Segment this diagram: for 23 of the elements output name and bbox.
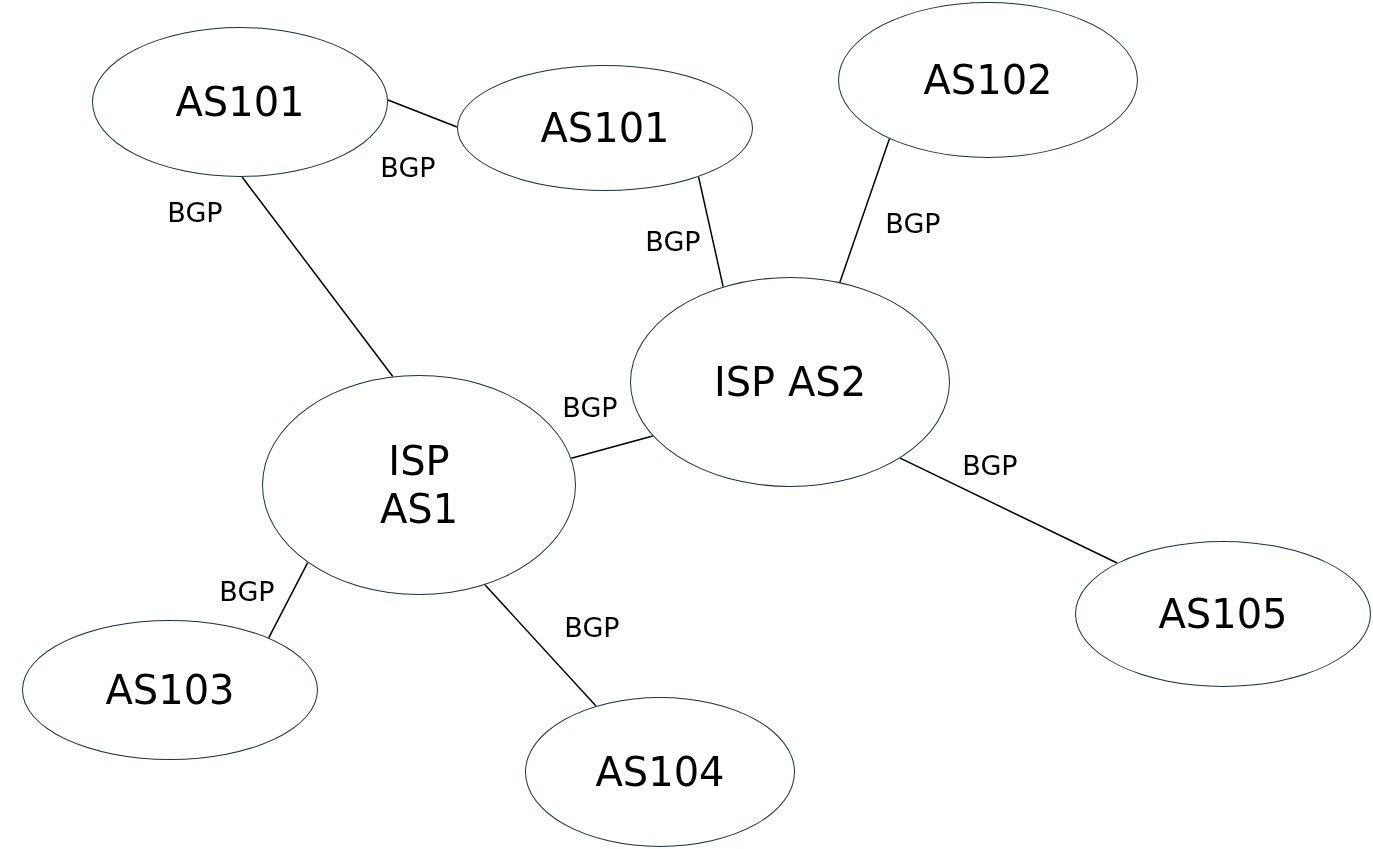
connector-line [839,138,891,283]
node-label: AS102 [923,56,1053,104]
edge-label: BGP [645,224,701,259]
connector-line [570,435,654,460]
node-label: AS101 [175,78,305,126]
connector-line [484,584,597,707]
node-label: AS105 [1158,590,1288,638]
connector-line [387,99,458,128]
edge-label: BGP [962,448,1018,483]
edge-label: BGP [219,574,275,609]
node-label: ISP AS2 [713,358,867,406]
node-label: AS103 [105,666,235,714]
edge-label: BGP [167,195,223,230]
connector-line [267,561,309,639]
edge-label: BGP [885,206,941,241]
node-label: AS101 [540,104,670,152]
node-label: ISP AS1 [378,437,460,533]
node-label: AS104 [595,748,725,796]
connector-line [899,457,1118,564]
connector-line [697,176,724,288]
edge-label: BGP [564,610,620,645]
edge-label: BGP [562,390,618,425]
edge-label: BGP [380,150,436,185]
